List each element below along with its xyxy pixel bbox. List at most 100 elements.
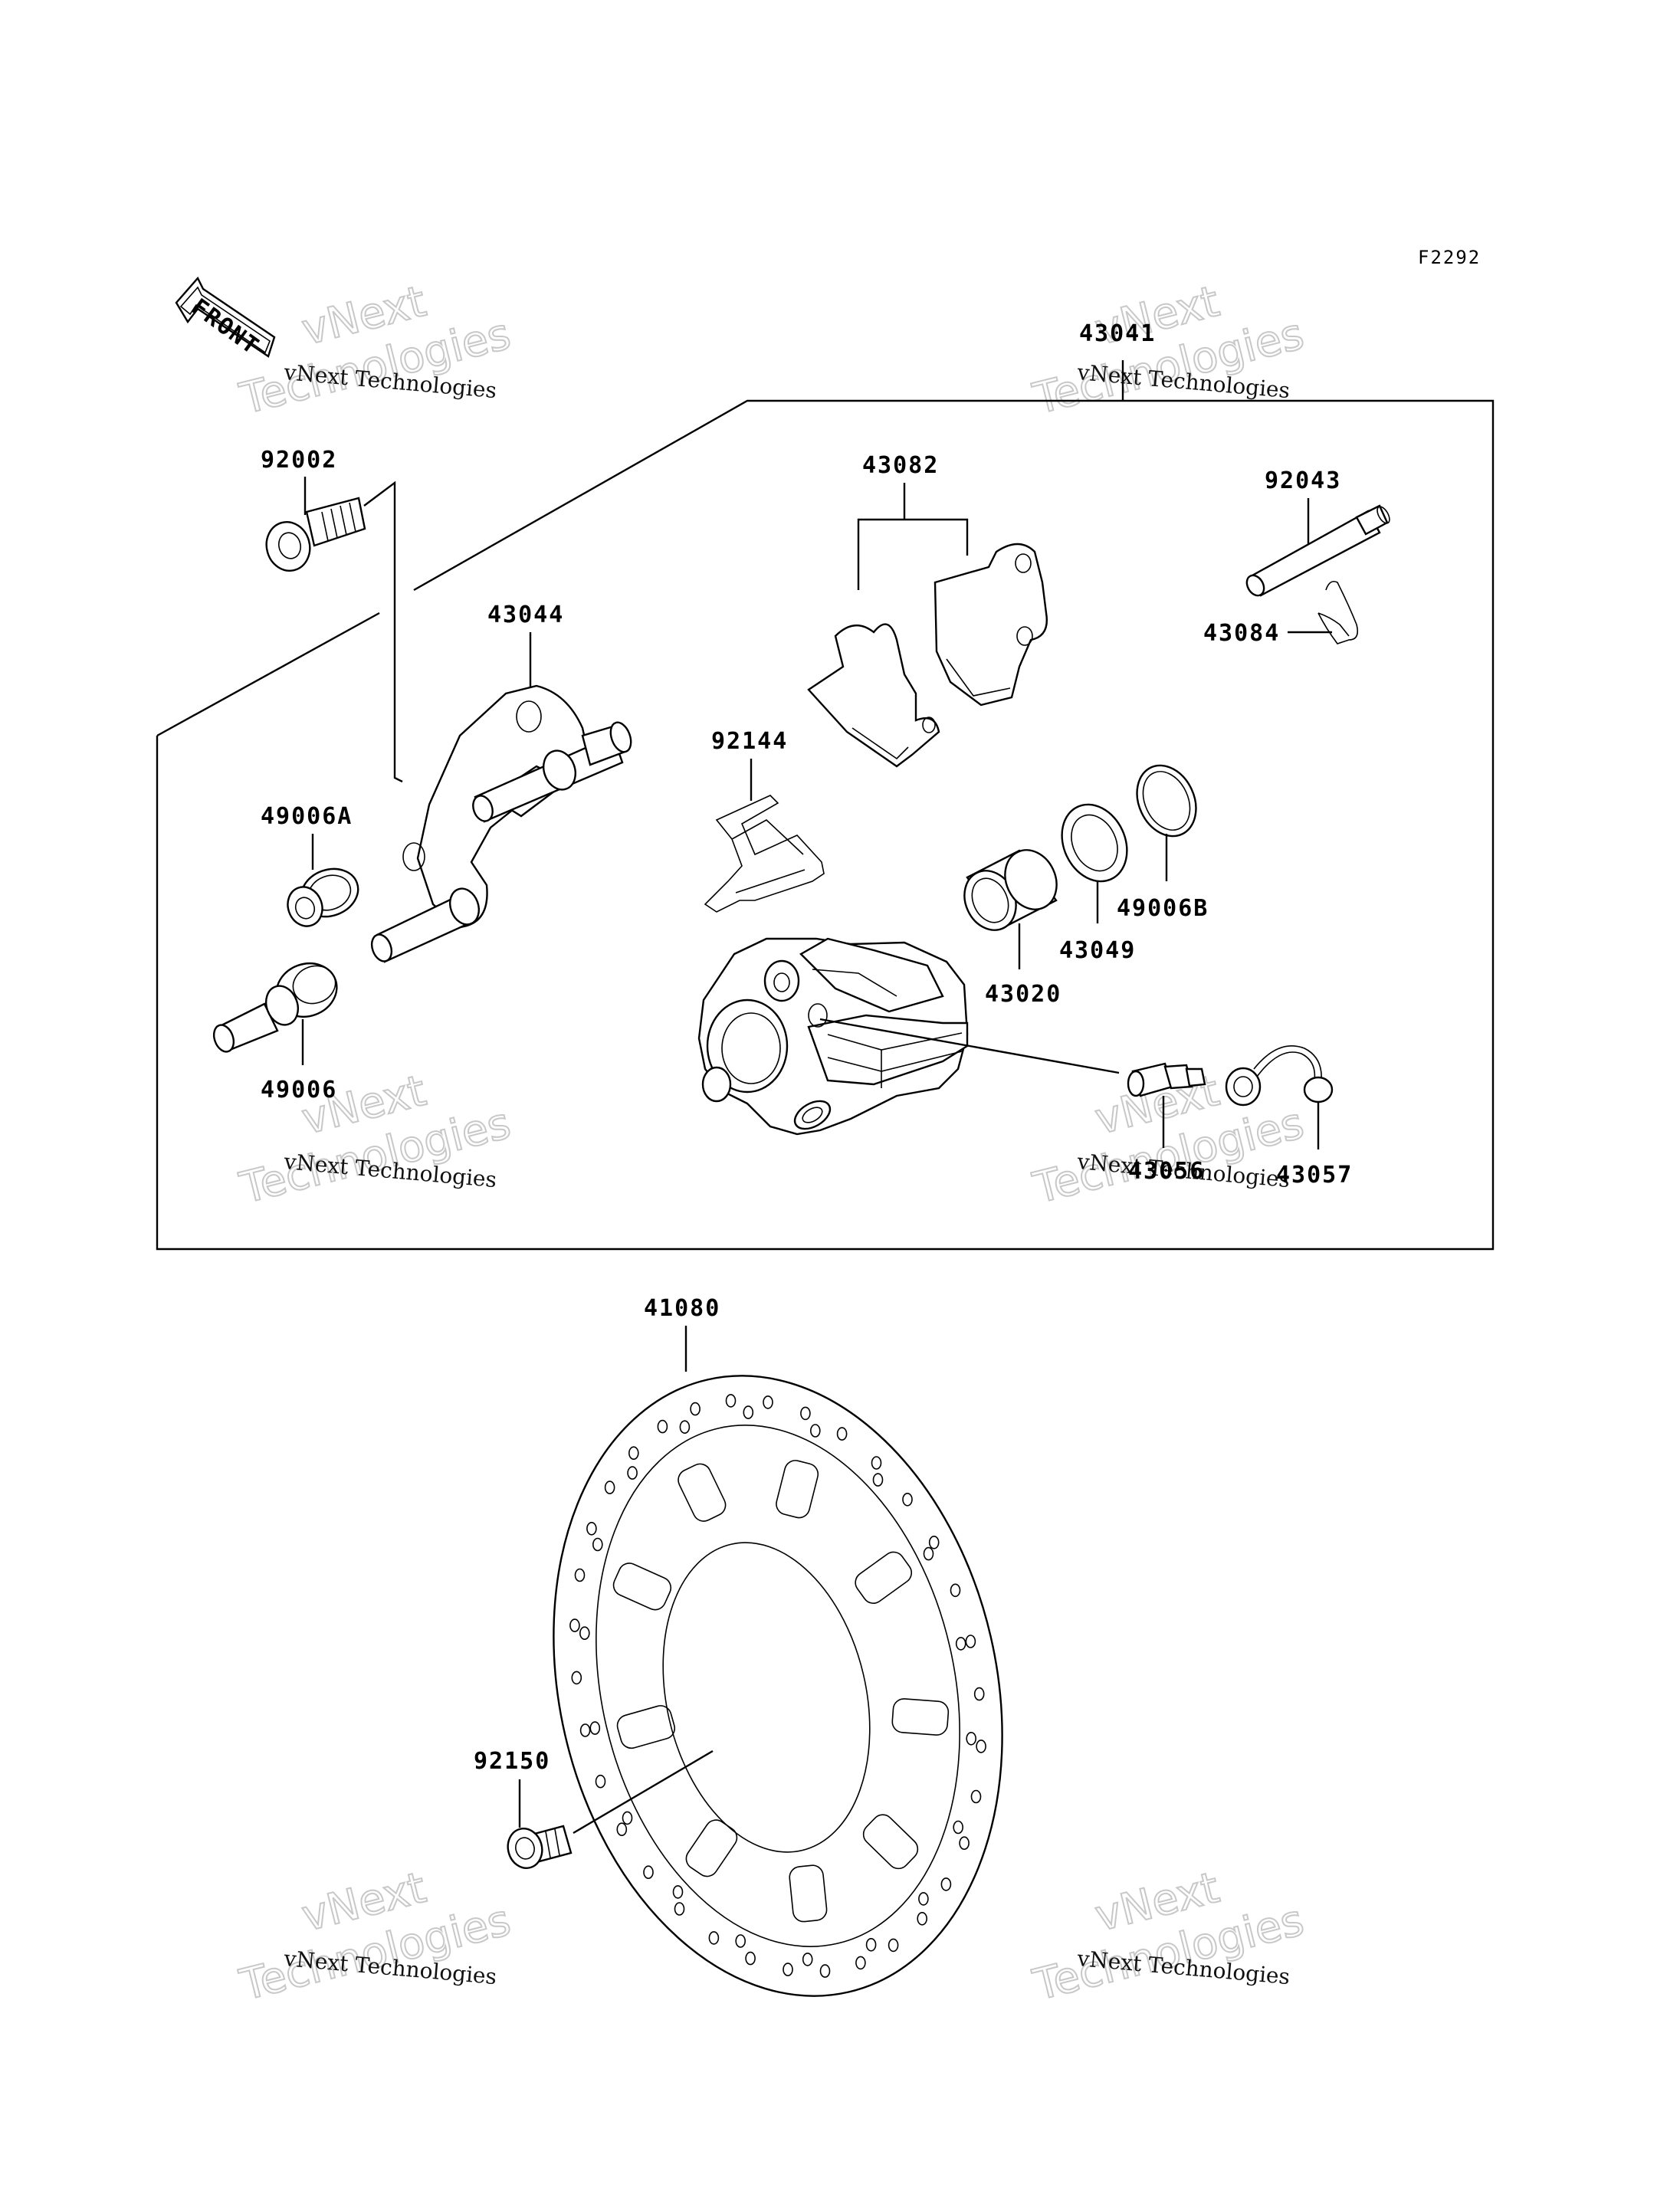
disc-hole bbox=[970, 1789, 982, 1804]
disc-hole bbox=[592, 1537, 603, 1552]
bleeder-valve-43056 bbox=[1127, 1062, 1206, 1097]
part-label-92144: 92144 bbox=[711, 728, 788, 755]
disc-hole bbox=[763, 1395, 773, 1409]
disc-hole bbox=[783, 1963, 793, 1976]
disc-hole bbox=[940, 1877, 952, 1891]
disc-hole bbox=[595, 1774, 606, 1789]
watermark: vNext Technologies vNext Technologies bbox=[235, 276, 517, 425]
disc-hole bbox=[902, 1493, 913, 1507]
part-label-43056: 43056 bbox=[1128, 1158, 1205, 1185]
disc-hole bbox=[965, 1635, 976, 1648]
disc-hole bbox=[888, 1938, 899, 1953]
disc-window bbox=[891, 1698, 950, 1736]
disc-hole bbox=[589, 1721, 601, 1735]
boot-49006 bbox=[212, 962, 338, 1053]
brake-pad-left-43082 bbox=[807, 623, 940, 768]
disc-hole bbox=[622, 1811, 633, 1825]
part-label-43041: 43041 bbox=[1079, 320, 1156, 347]
brake-disc-41080 bbox=[553, 1375, 1003, 1997]
disc-hole bbox=[836, 1427, 848, 1441]
disc-hole bbox=[643, 1865, 654, 1879]
disc-hole bbox=[679, 1420, 691, 1434]
part-label-43044: 43044 bbox=[487, 602, 564, 628]
disc-hole bbox=[959, 1836, 970, 1850]
disc-hole bbox=[923, 1546, 934, 1561]
disc-hole bbox=[800, 1406, 811, 1421]
disc-hole bbox=[865, 1938, 877, 1952]
seal-43049 bbox=[1061, 803, 1128, 883]
clip-43084 bbox=[1317, 580, 1359, 644]
spring-92144 bbox=[704, 795, 825, 913]
piston-43020 bbox=[963, 849, 1058, 931]
disc-hole bbox=[871, 1456, 882, 1470]
part-label-92002: 92002 bbox=[261, 447, 337, 474]
part-label-43049: 43049 bbox=[1059, 937, 1136, 964]
disc-hole bbox=[810, 1424, 821, 1438]
part-label-92150: 92150 bbox=[474, 1748, 550, 1775]
part-label-92043: 92043 bbox=[1265, 467, 1341, 494]
disc-window bbox=[789, 1864, 828, 1923]
disc-hole bbox=[966, 1732, 976, 1746]
caliper-assembly-outline bbox=[156, 360, 1495, 1251]
disc-windows bbox=[612, 1460, 950, 1923]
watermark: vNext Technologies vNext Technologies bbox=[1028, 276, 1310, 425]
disc-window bbox=[685, 1819, 738, 1877]
disc-window bbox=[678, 1463, 727, 1522]
part-label-49006B: 49006B bbox=[1117, 895, 1209, 922]
bolt-92150 bbox=[507, 1825, 573, 1869]
disc-hole bbox=[928, 1536, 940, 1549]
part-label-49006: 49006 bbox=[261, 1077, 337, 1103]
disc-hole bbox=[953, 1820, 963, 1835]
part-label-43084: 43084 bbox=[1203, 620, 1280, 647]
disc-hole bbox=[950, 1583, 961, 1598]
disc-hole bbox=[802, 1953, 813, 1966]
bracket-43044 bbox=[370, 684, 632, 963]
diagram-code: F2292 bbox=[1418, 247, 1481, 268]
disc-hole bbox=[616, 1822, 628, 1836]
disc-window bbox=[616, 1705, 676, 1749]
disc-hole bbox=[657, 1419, 668, 1434]
disc-hole bbox=[973, 1687, 985, 1701]
disc-hole bbox=[819, 1964, 831, 1978]
part-label-49006A: 49006A bbox=[261, 803, 353, 830]
cap-43057 bbox=[1225, 1045, 1334, 1107]
disc-hole bbox=[574, 1568, 586, 1582]
disc-hole bbox=[976, 1740, 986, 1753]
part-label-43057: 43057 bbox=[1276, 1162, 1353, 1189]
disc-hole bbox=[735, 1934, 746, 1948]
disc-hole bbox=[745, 1951, 756, 1966]
disc-hole bbox=[872, 1473, 884, 1487]
disc-hole bbox=[708, 1931, 720, 1945]
watermark: vNext Technologies vNext Technologies bbox=[235, 1862, 517, 2012]
disc-hole bbox=[690, 1402, 701, 1416]
disc-hole bbox=[955, 1637, 966, 1651]
disc-hole bbox=[569, 1618, 580, 1632]
disc-hole bbox=[674, 1902, 685, 1916]
front-arrow-icon: FRONT bbox=[175, 276, 276, 360]
disc-hole bbox=[579, 1626, 590, 1640]
disc-hole bbox=[855, 1956, 866, 1970]
disc-hole bbox=[628, 1446, 639, 1460]
disc-vent-holes bbox=[569, 1394, 986, 1978]
disc-hole bbox=[917, 1912, 927, 1926]
disc-hole bbox=[627, 1466, 638, 1480]
boot-49006A bbox=[287, 867, 359, 927]
watermark: vNext Technologies vNext Technologies bbox=[1028, 1862, 1310, 2012]
bolt-92002 bbox=[265, 497, 366, 572]
disc-hole bbox=[918, 1892, 929, 1906]
disc-window bbox=[612, 1562, 672, 1611]
part-label-43082: 43082 bbox=[862, 452, 939, 479]
disc-window bbox=[776, 1460, 819, 1519]
ring-49006B bbox=[1136, 764, 1197, 838]
part-label-43020: 43020 bbox=[985, 981, 1061, 1008]
disc-hole bbox=[743, 1405, 754, 1419]
part-label-41080: 41080 bbox=[644, 1295, 720, 1322]
disc-hole bbox=[672, 1885, 684, 1899]
brake-pad-right-43082 bbox=[934, 543, 1048, 707]
disc-window bbox=[862, 1814, 919, 1870]
caliper-body bbox=[697, 937, 969, 1136]
disc-hole bbox=[604, 1481, 615, 1494]
disc-hole bbox=[579, 1723, 591, 1737]
disc-hole bbox=[725, 1394, 737, 1408]
